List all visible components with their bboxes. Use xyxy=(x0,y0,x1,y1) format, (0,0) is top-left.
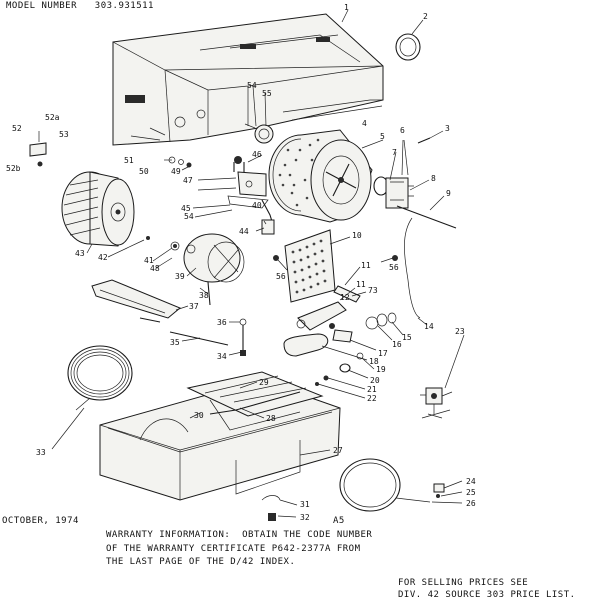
blower-housing xyxy=(268,129,373,223)
filter-grid xyxy=(284,229,336,303)
callout-12: 12 xyxy=(340,293,350,302)
warranty-line-2: OF THE WARRANTY CERTIFICATE P642-2377A F… xyxy=(106,544,361,554)
callout-27: 27 xyxy=(333,446,343,455)
callout-38: 38 xyxy=(199,291,209,300)
callout-48: 48 xyxy=(150,264,160,273)
callout-22: 22 xyxy=(367,394,377,403)
rod-6 xyxy=(403,139,409,176)
callout-54a: 54 xyxy=(247,81,257,90)
callout-labels: 1 2 3 5 6 7 8 9 10 11 11 12 73 14 15 16 … xyxy=(6,3,476,522)
callout-43: 43 xyxy=(75,249,85,258)
callout-39: 39 xyxy=(175,272,185,281)
callout-23: 23 xyxy=(455,327,465,336)
control-knob xyxy=(244,123,274,144)
callout-28: 28 xyxy=(266,414,276,423)
callout-32: 32 xyxy=(300,513,310,522)
callout-45: 45 xyxy=(181,204,191,213)
callout-2: 2 xyxy=(423,12,428,21)
callout-30: 30 xyxy=(194,411,204,420)
callout-15: 15 xyxy=(402,333,412,342)
callout-11a: 11 xyxy=(361,261,371,270)
callout-56a: 56 xyxy=(276,272,286,281)
callout-51: 51 xyxy=(124,156,134,165)
callout-52: 52 xyxy=(12,124,22,133)
callout-49: 49 xyxy=(171,167,181,176)
callout-42: 42 xyxy=(98,253,108,262)
callout-6: 6 xyxy=(400,126,405,135)
callout-73: 73 xyxy=(368,286,378,295)
callout-36: 36 xyxy=(217,318,227,327)
callout-7: 7 xyxy=(392,148,397,157)
wire-14 xyxy=(404,217,421,319)
switch-8 xyxy=(385,177,414,209)
callout-54b: 54 xyxy=(184,212,194,221)
water-pan xyxy=(99,371,341,501)
callout-20: 20 xyxy=(370,376,380,385)
callout-26: 26 xyxy=(466,499,476,508)
callout-25: 25 xyxy=(466,488,476,497)
callout-55: 55 xyxy=(262,89,272,98)
bolt-36 xyxy=(239,318,247,356)
model-number: MODEL NUMBER 303.931511 xyxy=(6,1,154,11)
callout-31: 31 xyxy=(300,500,310,509)
sheet-label: A5 xyxy=(333,516,345,526)
callout-19: 19 xyxy=(376,365,386,374)
callout-18: 18 xyxy=(369,357,379,366)
callout-52b: 52b xyxy=(6,164,21,173)
callout-5: 5 xyxy=(380,132,385,141)
callout-4-visible: 4 xyxy=(362,119,367,128)
price-line-2: DIV. 42 SOURCE 303 PRICE LIST. xyxy=(398,590,576,600)
cabinet-cover xyxy=(112,13,384,146)
motor-39 xyxy=(183,233,245,306)
callout-9: 9 xyxy=(446,189,451,198)
rod-9 xyxy=(396,205,457,229)
callout-56b: 56 xyxy=(389,263,399,272)
valve-assembly xyxy=(227,156,275,235)
callout-50: 50 xyxy=(139,167,149,176)
callout-11b: 11 xyxy=(356,280,366,289)
callout-44: 44 xyxy=(239,227,249,236)
callout-10: 10 xyxy=(352,231,362,240)
callout-37: 37 xyxy=(189,302,199,311)
callout-8: 8 xyxy=(431,174,436,183)
callout-40: 40 xyxy=(252,201,262,210)
coil-33 xyxy=(67,345,133,411)
blower-wheel xyxy=(61,171,135,247)
callout-29: 29 xyxy=(259,378,269,387)
callout-53: 53 xyxy=(59,130,69,139)
callout-17: 17 xyxy=(378,349,388,358)
bracket-37 xyxy=(91,279,181,323)
washers-19-22 xyxy=(315,363,351,386)
hose-26 xyxy=(339,458,431,512)
callout-34: 34 xyxy=(217,352,227,361)
screw-3 xyxy=(417,137,431,144)
callout-21: 21 xyxy=(367,385,377,394)
warranty-line-1: WARRANTY INFORMATION: OBTAIN THE CODE NU… xyxy=(106,530,373,540)
callout-3: 3 xyxy=(445,124,450,133)
callout-52a: 52a xyxy=(45,113,60,122)
callout-47: 47 xyxy=(183,176,193,185)
small-fasteners xyxy=(29,131,398,261)
callout-33: 33 xyxy=(36,448,46,457)
warranty-line-3: THE LAST PAGE OF THE D/42 INDEX. xyxy=(106,557,296,567)
ring-part xyxy=(395,33,421,61)
thermostat-23 xyxy=(420,387,453,419)
callout-16: 16 xyxy=(392,340,402,349)
price-line-1: FOR SELLING PRICES SEE xyxy=(398,578,529,588)
callout-35: 35 xyxy=(170,338,180,347)
callout-1: 1 xyxy=(344,3,349,12)
callout-41: 41 xyxy=(144,256,154,265)
leader-lines xyxy=(51,9,465,518)
callout-46: 46 xyxy=(252,150,262,159)
callout-14: 14 xyxy=(424,322,434,331)
callout-24: 24 xyxy=(466,477,476,486)
date-label: OCTOBER, 1974 xyxy=(2,516,79,526)
